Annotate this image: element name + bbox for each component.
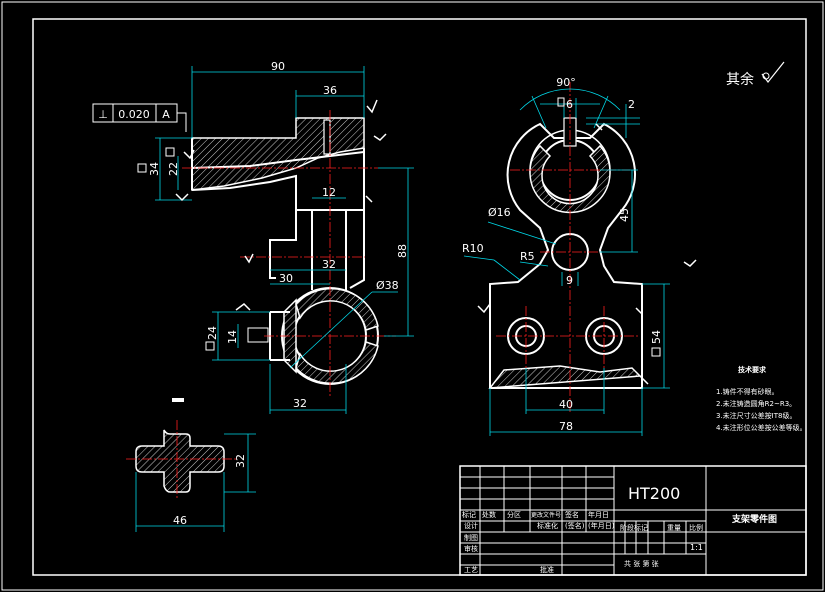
stage-mark-label: 阶段标记 bbox=[620, 523, 648, 532]
row-label-mark: 标记 bbox=[462, 510, 476, 519]
dim-45: 45 bbox=[618, 208, 631, 222]
standardization-label: 标准化 bbox=[537, 521, 558, 530]
date-label: (年月日) bbox=[588, 521, 615, 530]
material-label: HT200 bbox=[628, 484, 680, 503]
dim-34: 34 bbox=[148, 162, 161, 176]
dim-6: 6 bbox=[566, 98, 573, 111]
dim-78: 78 bbox=[559, 420, 573, 433]
part-name: 支架零件图 bbox=[731, 513, 777, 525]
row-label-date: 年月日 bbox=[588, 510, 609, 519]
process-label: 工艺 bbox=[464, 566, 478, 574]
dim-R10: R10 bbox=[462, 242, 484, 255]
tolerance-value: 0.020 bbox=[118, 108, 150, 121]
sheet-text: 共 张 第 张 bbox=[624, 559, 659, 568]
dim-88: 88 bbox=[396, 244, 409, 258]
tech-requirements: 技术要求 1.铸件不得有砂眼。 2.未注铸造圆角R2~R3。 3.未注尺寸公差按… bbox=[716, 365, 807, 432]
dim-14: 14 bbox=[226, 330, 239, 344]
title-block: HT200 支架零件图 标记 处数 分区 更改文件号 签名 年月日 设计 标准化… bbox=[459, 465, 807, 576]
dim-dia16: Ø16 bbox=[488, 206, 511, 219]
dim-2: 2 bbox=[628, 98, 635, 111]
row-label-zone: 分区 bbox=[507, 510, 521, 519]
scale-value: 1:1 bbox=[690, 543, 703, 552]
dim-22: 22 bbox=[167, 162, 180, 176]
dim-46: 46 bbox=[173, 514, 187, 527]
inner-border bbox=[32, 18, 807, 576]
tech-heading: 技术要求 bbox=[738, 365, 767, 374]
tech-item-3: 3.未注尺寸公差按IT8级。 bbox=[716, 411, 796, 420]
dim-30: 30 bbox=[279, 272, 293, 285]
dim-40: 40 bbox=[559, 398, 573, 411]
tech-item-4: 4.未注形位公差按公差等级。 bbox=[716, 423, 807, 432]
weight-label: 重量 bbox=[667, 524, 681, 532]
tolerance-symbol: ⊥ bbox=[98, 108, 108, 121]
dim-12: 12 bbox=[322, 186, 336, 199]
row-label-count: 处数 bbox=[482, 510, 496, 519]
row-label-change: 更改文件号 bbox=[531, 511, 561, 519]
dim-36: 36 bbox=[323, 84, 337, 97]
tech-item-2: 2.未注铸造圆角R2~R3。 bbox=[716, 399, 796, 408]
dim-90: 90 bbox=[271, 60, 285, 73]
dim-dia38: Ø38 bbox=[376, 279, 399, 292]
surface-note: 其余 bbox=[726, 61, 785, 88]
dim-24: 24 bbox=[206, 326, 219, 340]
cross-section bbox=[135, 429, 225, 493]
row-label-sign: 签名 bbox=[565, 510, 579, 519]
approve-label: 批准 bbox=[540, 565, 554, 574]
dim-54: 54 bbox=[650, 330, 663, 344]
dim-32-bottom: 32 bbox=[293, 397, 307, 410]
dim-90deg: 90° bbox=[556, 76, 576, 89]
dim-32: 32 bbox=[322, 258, 336, 271]
review-label: 审核 bbox=[464, 544, 478, 553]
top-boss-section bbox=[191, 117, 365, 191]
scale-label: 比例 bbox=[689, 523, 703, 532]
drafting-label: 制图 bbox=[464, 533, 478, 542]
tech-item-1: 1.铸件不得有砂眼。 bbox=[716, 387, 779, 396]
side-view: 90° 6 2 45 Ø16 R10 R5 9 54 40 78 bbox=[462, 76, 697, 436]
signature-label: (签名) bbox=[565, 521, 585, 530]
datum-label: A bbox=[162, 108, 170, 121]
dim-9: 9 bbox=[566, 274, 573, 287]
design-label: 设计 bbox=[464, 521, 478, 530]
front-view: 90 36 12 30 32 Ø38 32 88 34 22 24 14 ⊥ 0… bbox=[92, 60, 414, 414]
dim-R5: R5 bbox=[520, 250, 535, 263]
surface-note-text: 其余 bbox=[726, 71, 754, 88]
section-view: 32 46 bbox=[126, 398, 256, 532]
dim-32-section: 32 bbox=[234, 454, 247, 468]
